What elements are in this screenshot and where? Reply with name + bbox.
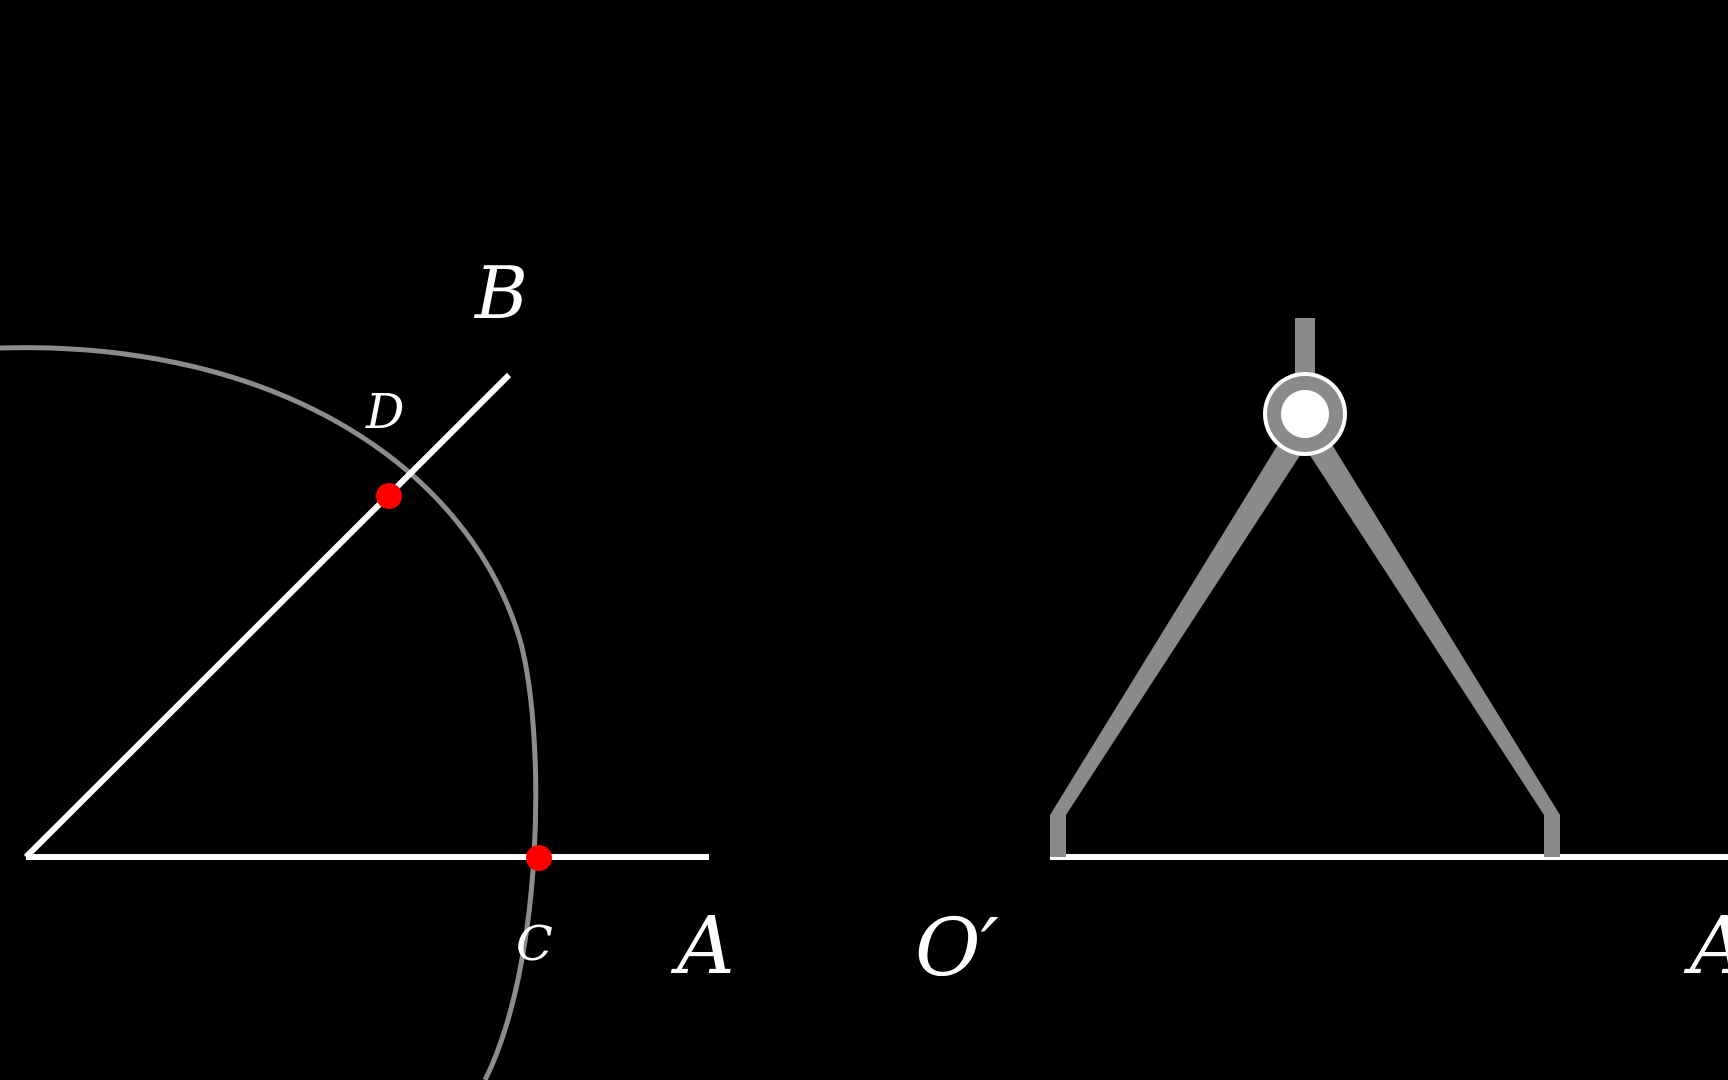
label-C: C bbox=[516, 916, 553, 972]
compass-hinge-inner bbox=[1281, 390, 1329, 438]
label-D: D bbox=[365, 384, 404, 440]
compass-left-leg bbox=[1050, 425, 1310, 857]
original-angle-figure: B D C A bbox=[0, 251, 735, 1080]
construction-arc-inner bbox=[0, 345, 539, 1080]
point-C bbox=[526, 845, 552, 871]
label-A-left: A bbox=[670, 899, 735, 992]
label-A-right: A bbox=[1683, 899, 1728, 992]
ray-OB bbox=[23, 372, 512, 860]
label-O-prime: O′ bbox=[915, 901, 999, 994]
copied-angle-figure: O′ A bbox=[915, 318, 1728, 994]
label-B: B bbox=[473, 251, 528, 335]
compass-right-leg bbox=[1300, 425, 1560, 857]
compass-icon bbox=[1050, 318, 1560, 857]
point-D bbox=[376, 483, 402, 509]
